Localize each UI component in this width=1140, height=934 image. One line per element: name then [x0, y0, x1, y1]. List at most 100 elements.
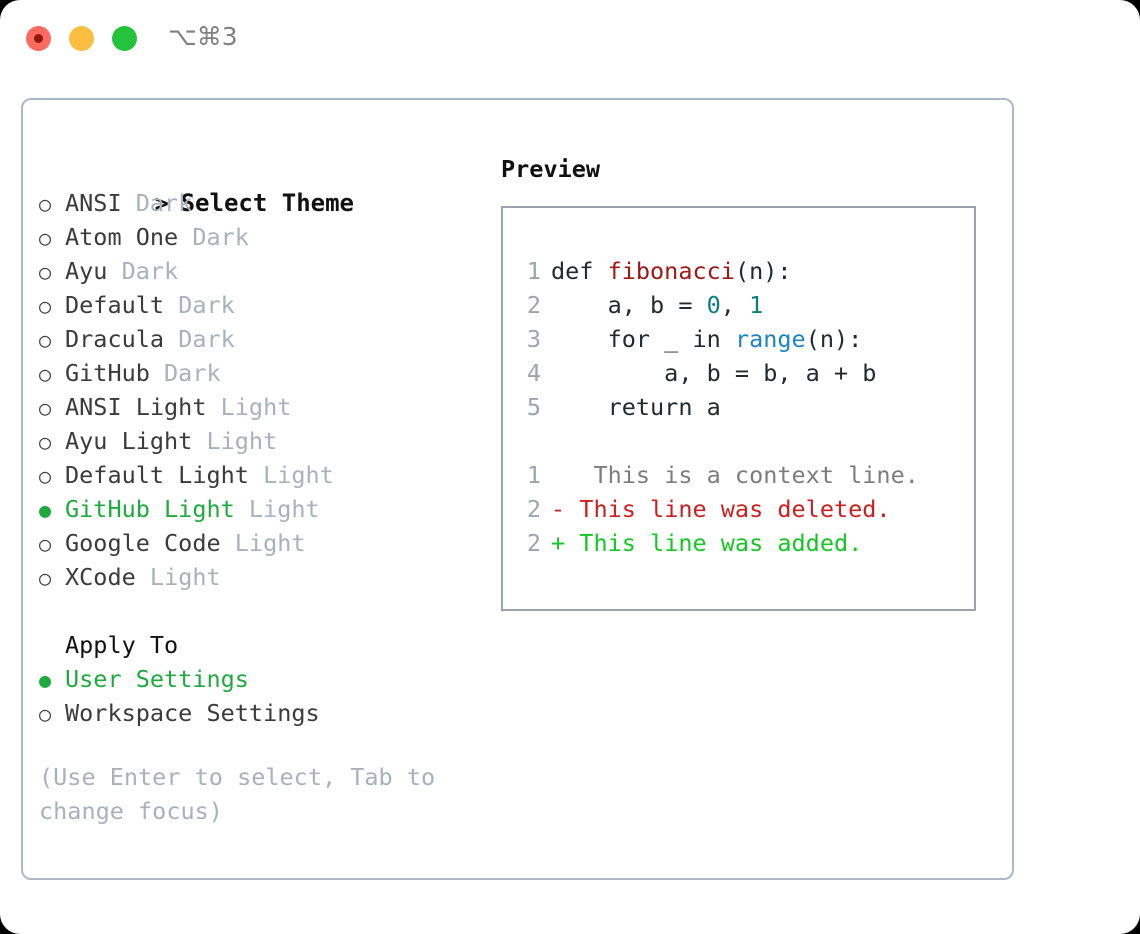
diff-sign: -: [551, 495, 566, 523]
code-line-number: 3: [526, 325, 541, 353]
diff-text: This line was deleted.: [565, 495, 891, 523]
minimize-button[interactable]: [69, 26, 94, 51]
theme-name: GitHub Light: [65, 495, 235, 523]
code-token-fn: fibonacci: [607, 257, 735, 285]
theme-variant-badge: Dark: [164, 291, 235, 319]
radio-unselected-icon: ○: [39, 702, 52, 726]
code-token-plain: for _ in: [551, 325, 735, 353]
keyboard-hint-text: (Use Enter to select, Tab to change focu…: [39, 763, 436, 825]
code-line: 2 a, b = 0, 1: [517, 288, 974, 322]
traffic-light-buttons: [26, 26, 137, 51]
radio-selected-icon: ●: [39, 498, 52, 522]
code-line: 3 for _ in range(n):: [517, 322, 974, 356]
theme-name: XCode: [65, 563, 136, 591]
theme-picker-header: >Select Theme: [39, 152, 479, 217]
radio-unselected-icon: ○: [39, 226, 52, 250]
diff-line-number: 2: [526, 495, 541, 523]
apply-to-option[interactable]: ○ Workspace Settings: [39, 696, 479, 730]
close-button[interactable]: [26, 26, 51, 51]
diff-line-number: 1: [526, 461, 541, 489]
maximize-button[interactable]: [112, 26, 137, 51]
hint-spacer: [39, 730, 479, 760]
theme-variant-badge: Dark: [107, 257, 179, 285]
theme-name: Default Light: [65, 461, 249, 489]
code-line: 5 return a: [517, 390, 974, 424]
theme-picker-title: Select Theme: [180, 189, 354, 217]
diff-sign: +: [551, 529, 566, 557]
theme-variant-badge: Light: [220, 529, 306, 557]
radio-unselected-icon: ○: [39, 192, 52, 216]
code-line-number: 1: [526, 257, 541, 285]
radio-unselected-icon: ○: [39, 294, 52, 318]
theme-name: Ayu Light: [65, 427, 193, 455]
theme-variant-badge: Dark: [121, 189, 193, 217]
code-line-number: 5: [526, 393, 541, 421]
theme-list-item[interactable]: ○ Ayu Light Light: [39, 424, 479, 458]
theme-variant-badge: Dark: [178, 223, 249, 251]
theme-list-item[interactable]: ○GitHub Dark: [39, 356, 479, 390]
diff-text: This line was added.: [565, 529, 863, 557]
radio-unselected-icon: ○: [39, 532, 52, 556]
code-token-plain: (n):: [734, 257, 792, 285]
diff-line-add: 2+ This line was added.: [517, 526, 974, 560]
main-panel: >Select Theme ○ANSI Dark○Atom One Dark○A…: [21, 98, 1014, 880]
code-token-plain: return a: [551, 393, 721, 421]
theme-name: Dracula: [65, 325, 165, 353]
radio-unselected-icon: ○: [39, 464, 52, 488]
theme-list-item[interactable]: ○ Dracula Dark: [39, 322, 479, 356]
theme-name: Ayu: [65, 257, 108, 285]
code-token-plain: (n):: [805, 325, 863, 353]
theme-name: Atom One: [65, 223, 179, 251]
theme-variant-badge: Light: [234, 495, 320, 523]
radio-unselected-icon: ○: [39, 566, 52, 590]
theme-list-item[interactable]: ○ Ayu Dark: [39, 254, 479, 288]
theme-variant-badge: Light: [192, 427, 278, 455]
radio-selected-icon: ●: [39, 668, 52, 692]
radio-unselected-icon: ○: [39, 430, 52, 454]
theme-list-item[interactable]: ○ANSI Light Light: [39, 390, 479, 424]
theme-list-item[interactable]: ○ ANSI Dark: [39, 186, 479, 220]
theme-name: ANSI: [65, 189, 122, 217]
diff-block: 1 This is a context line.2- This line wa…: [517, 458, 974, 560]
theme-variant-badge: Light: [248, 461, 334, 489]
theme-list-item[interactable]: ○XCode Light: [39, 560, 479, 594]
apply-to-label: Apply To: [65, 631, 179, 659]
theme-list: ○ ANSI Dark ○ Atom One Dark ○ Ayu Dark ○ Defaul…: [39, 186, 479, 594]
theme-list-item[interactable]: ● GitHub Light Light: [39, 492, 479, 526]
code-token-plain: ,: [720, 291, 750, 319]
theme-list-item[interactable]: ○ Google Code Light: [39, 526, 479, 560]
diff-line-del: 2- This line was deleted.: [517, 492, 974, 526]
radio-unselected-icon: ○: [39, 362, 52, 386]
apply-to-option[interactable]: ● User Settings: [39, 662, 479, 696]
apply-to-option-label: Workspace Settings: [65, 699, 320, 727]
apply-to-list: ● User Settings ○ Workspace Settings: [39, 662, 479, 730]
theme-name: Default: [65, 291, 165, 319]
theme-list-item[interactable]: ○ Default Light Light: [39, 458, 479, 492]
theme-name: ANSI Light: [65, 393, 207, 421]
theme-list-item[interactable]: ○ Default Dark: [39, 288, 479, 322]
radio-unselected-icon: ○: [39, 260, 52, 284]
radio-unselected-icon: ○: [39, 328, 52, 352]
code-token-call: range: [734, 325, 806, 353]
title-bar: ⌥⌘3: [0, 0, 1140, 76]
code-line: 4 a, b = b, a + b: [517, 356, 974, 390]
theme-variant-badge: Dark: [164, 325, 235, 353]
list-spacer: [39, 594, 479, 628]
theme-picker-column: >Select Theme ○ANSI Dark○Atom One Dark○A…: [39, 152, 479, 828]
code-token-plain: def: [551, 257, 608, 285]
theme-name: Google Code: [65, 529, 221, 557]
theme-variant-badge: Light: [206, 393, 292, 421]
code-diff-gap: [517, 424, 974, 458]
code-line: 1 def fibonacci(n):: [517, 254, 974, 288]
diff-sign: [551, 461, 565, 489]
keyboard-shortcut-label: ⌥⌘3: [168, 22, 238, 51]
apply-to-option-label: User Settings: [65, 665, 249, 693]
theme-list-item[interactable]: ○ Atom One Dark: [39, 220, 479, 254]
code-token-num: 0: [706, 291, 721, 319]
theme-name: GitHub: [65, 359, 150, 387]
code-token-plain: a, b =: [551, 291, 707, 319]
preview-title: Preview: [501, 155, 601, 183]
